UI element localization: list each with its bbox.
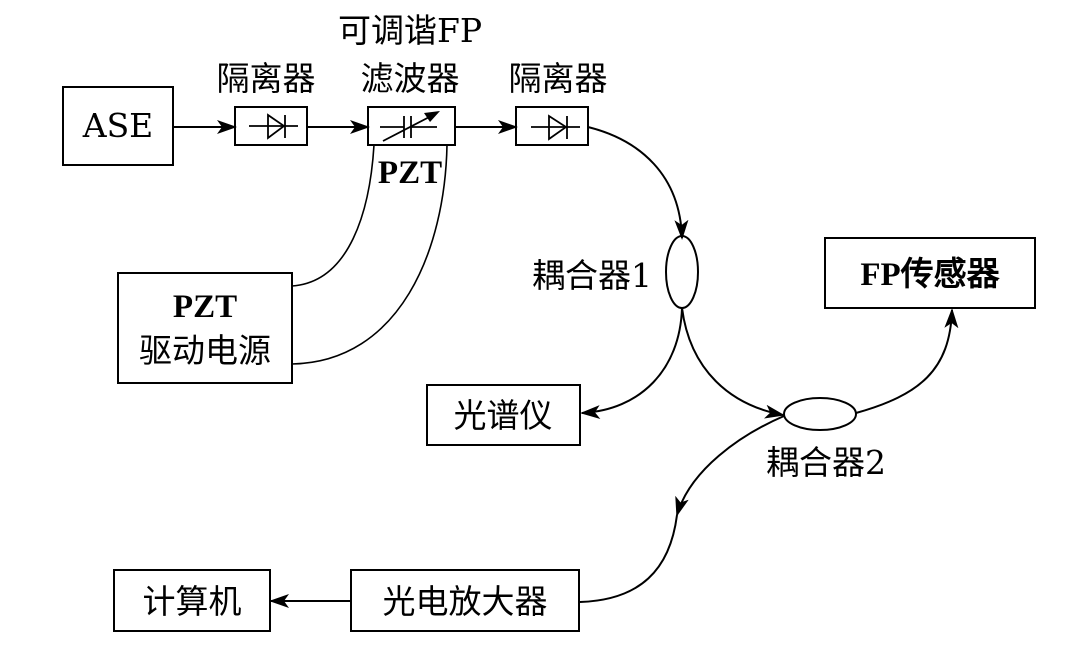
wire-to-photo-amp — [579, 514, 678, 603]
isolator1-node — [234, 106, 308, 146]
ase-node: ASE — [62, 86, 174, 166]
fp-filter-label-line2: 滤波器 — [361, 59, 460, 98]
isolator2-node — [515, 106, 589, 146]
pzt-wire-2 — [291, 144, 448, 365]
arrow-coupler2-to-photo-amp — [675, 415, 785, 517]
pzt-driver-node: PZT 驱动电源 — [117, 272, 293, 384]
coupler1-node: 耦合器1 — [532, 235, 699, 309]
fp-sensor-label: FP传感器 — [860, 256, 1000, 293]
pzt-sub-label: PZT — [378, 155, 442, 191]
photo-amplifier-node: 光电放大器 — [350, 569, 580, 632]
coupler2-node: 耦合器2 — [766, 397, 886, 482]
diode-icon — [531, 114, 580, 141]
diode-icon — [249, 113, 298, 140]
tunable-capacitor-icon — [380, 111, 440, 142]
ase-label: ASE — [82, 106, 154, 145]
spectrometer-node: 光谱仪 — [426, 384, 581, 446]
pzt-driver-label-line2: 驱动电源 — [139, 331, 271, 370]
fp-filter-node: PZT — [367, 106, 456, 191]
arrow-isolator2-to-coupler1 — [587, 126, 689, 240]
fp-filter-label-line1: 可调谐FP — [338, 11, 482, 50]
computer-label: 计算机 — [143, 582, 242, 621]
spectrometer-label: 光谱仪 — [454, 396, 553, 435]
isolator1-label: 隔离器 — [217, 59, 316, 98]
coupler2-label: 耦合器2 — [766, 443, 886, 482]
arrow-coupler1-to-spectrometer — [580, 307, 683, 420]
computer-node: 计算机 — [113, 569, 271, 632]
pzt-driver-label-line1: PZT — [173, 289, 237, 325]
isolator2-label: 隔离器 — [509, 59, 608, 98]
fp-sensor-node: FP传感器 — [824, 237, 1036, 309]
pzt-wire-1 — [291, 144, 375, 287]
arrow-coupler1-to-coupler2 — [681, 307, 785, 419]
arrow-coupler2-to-fp-sensor — [855, 308, 959, 414]
coupler1-label: 耦合器1 — [532, 256, 652, 295]
photo-amplifier-label: 光电放大器 — [383, 582, 548, 621]
